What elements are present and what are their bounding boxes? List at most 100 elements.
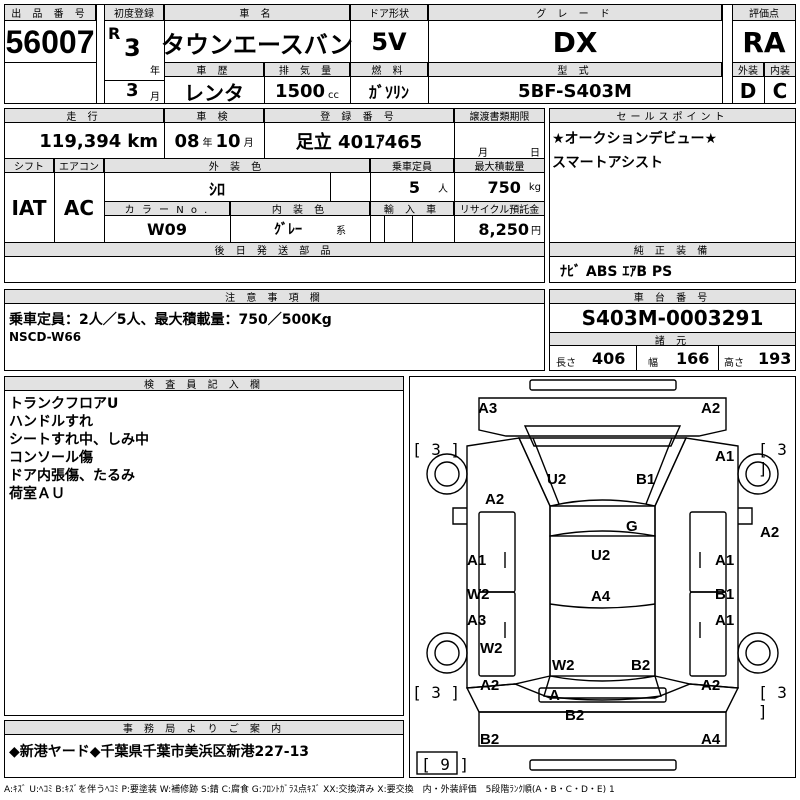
mark-rear-left: A2 — [480, 677, 500, 694]
grille-outline — [523, 425, 682, 447]
capacity-number: 5 — [408, 178, 420, 197]
aircon-label: エアコン — [54, 158, 104, 173]
mark-roof-top: U2 — [591, 547, 611, 564]
bracket-rear-left: [ 3 ] — [412, 683, 461, 702]
exterior-label: 外装 — [732, 62, 764, 77]
interior-label: 内装 — [764, 62, 796, 77]
vehicle-damage-diagram — [416, 379, 779, 775]
displacement-label: 排 気 量 — [264, 62, 350, 77]
sales-point-1: ★オークションデビュー★ — [552, 131, 718, 147]
transfer-month-unit: 月 — [478, 148, 488, 159]
dim-height: 193 — [758, 349, 792, 368]
mark-back-a: A — [549, 687, 560, 704]
inspection-date: 08 年 10 月 — [164, 124, 264, 158]
lot-number-label: 出 品 番 号 — [4, 4, 96, 21]
inspector-note-3: シートすれ中、しみ中 — [9, 432, 149, 448]
mileage-label: 走 行 — [4, 108, 164, 123]
color-no-label: カ ラ ー N o . — [104, 201, 230, 216]
rear-right-hub — [745, 640, 771, 666]
mark-front-left-fender: A2 — [485, 491, 505, 508]
front-bumper-outline — [529, 379, 677, 391]
int-color-label: 内 装 色 — [230, 201, 370, 216]
ext-color-value: ｼﾛ — [208, 179, 225, 199]
fuel-label: 燃 料 — [350, 62, 428, 77]
genuine-label: 純 正 装 備 — [549, 242, 796, 257]
car-name: タウンエースバン — [161, 30, 353, 59]
year-unit: 年 — [150, 66, 160, 77]
spare-box — [416, 751, 458, 775]
transfer-docs-label: 譲渡書類期限 — [454, 108, 545, 123]
mileage-unit: km — [127, 130, 158, 152]
first-reg-label: 初度登録 — [104, 4, 164, 21]
mark-bottom-left: B2 — [480, 731, 500, 748]
mark-back-b: B2 — [565, 707, 585, 724]
inspector-note-5: ドア内張傷、たるみ — [9, 468, 135, 484]
max-load-value: 750 kg — [454, 174, 545, 201]
color-no-value: W09 — [147, 219, 187, 239]
grade: DX — [552, 25, 598, 59]
int-color-unit: 系 — [336, 225, 346, 237]
dim-height-label: 高さ — [724, 358, 744, 369]
import-label: 輸 入 車 — [370, 201, 454, 216]
car-name-label: 車 名 — [164, 4, 350, 21]
fuel: ｶﾞｿﾘﾝ — [368, 83, 409, 102]
bracket-spare: [ 9 ] — [421, 755, 470, 774]
mark-front-right-edge: A2 — [760, 524, 780, 541]
door-type: 5V — [371, 28, 407, 56]
ext-color-label: 外 装 色 — [104, 158, 370, 173]
capacity-unit: 人 — [438, 184, 448, 195]
legend-text: A:ｷｽﾞ U:ﾍｺﾐ B:ｷｽﾞを伴うﾍｺﾐ P:要塗装 W:補修跡 S:錆 … — [4, 785, 615, 795]
hood-outline — [517, 437, 688, 507]
score-label: 評価点 — [732, 4, 796, 21]
mark-right-rear-a: A1 — [715, 612, 735, 629]
inspection-month-unit: 月 — [243, 137, 254, 149]
rear-right-wheel — [737, 632, 779, 674]
right-rear-door-outline — [689, 591, 727, 677]
recycle-unit: 円 — [531, 225, 541, 237]
hood-line-right — [645, 437, 673, 505]
chassis-label: 車 台 番 号 — [549, 289, 796, 304]
rear-bumper-outline — [478, 711, 727, 747]
aircon-value: AC — [63, 196, 95, 220]
shift-value: IAT — [11, 196, 47, 220]
plate-number: 足立 401ｱ465 — [295, 132, 423, 153]
capacity-value: 5 人 — [370, 174, 454, 201]
mileage: 119,394 km — [4, 124, 164, 158]
inspector-note-6: 荷室ＡＵ — [9, 486, 65, 502]
mark-top-right: A2 — [701, 400, 721, 417]
dims-label: 諸 元 — [549, 332, 796, 347]
right-mirror-outline — [738, 507, 753, 525]
displacement: 1500 cc — [264, 78, 350, 104]
model-label: 型 式 — [428, 62, 722, 77]
mark-roof: A4 — [591, 588, 611, 605]
genuine-equipment: ﾅﾋﾞ ABS ｴｱB PS — [560, 264, 673, 280]
mark-top-left: A3 — [478, 400, 498, 417]
mark-left-rear-w: W2 — [467, 586, 490, 603]
office-label: 事 務 局 よ り ご 案 内 — [4, 720, 404, 735]
hood-line-left — [532, 437, 560, 505]
inspection-year-unit: 年 — [202, 137, 213, 149]
int-color-value: ｸﾞﾚｰ 系 — [230, 216, 370, 242]
mark-left-front-door: A1 — [467, 552, 487, 569]
model: 5BF-S403M — [518, 80, 632, 102]
mark-hood-left: U2 — [547, 471, 567, 488]
inspector-note-4: コンソール傷 — [9, 450, 93, 466]
front-panel-outline — [478, 397, 727, 437]
roof-outline — [549, 535, 656, 677]
max-load-number: 750 — [487, 178, 521, 197]
roof-crease — [549, 603, 656, 609]
int-color-name: ｸﾞﾚｰ — [274, 222, 302, 238]
inspection-label: 車 検 — [164, 108, 264, 123]
grade-label: グ レ ー ド — [428, 4, 722, 21]
bracket-front-right: [ 3 ] — [758, 440, 787, 478]
rear-left-wheel — [426, 632, 468, 674]
dim-length: 406 — [592, 349, 626, 368]
recycle-value: 8,250 円 — [454, 216, 545, 242]
left-mirror-outline — [452, 507, 467, 525]
chassis-number: S403M-0003291 — [581, 306, 764, 330]
dim-width-label: 幅 — [648, 358, 658, 369]
mark-bottom-right: A4 — [701, 731, 721, 748]
sales-point-label: セールスポイント — [549, 108, 796, 123]
capacity-label: 乗車定員 — [370, 158, 454, 173]
plate-label: 登 録 番 号 — [264, 108, 454, 123]
